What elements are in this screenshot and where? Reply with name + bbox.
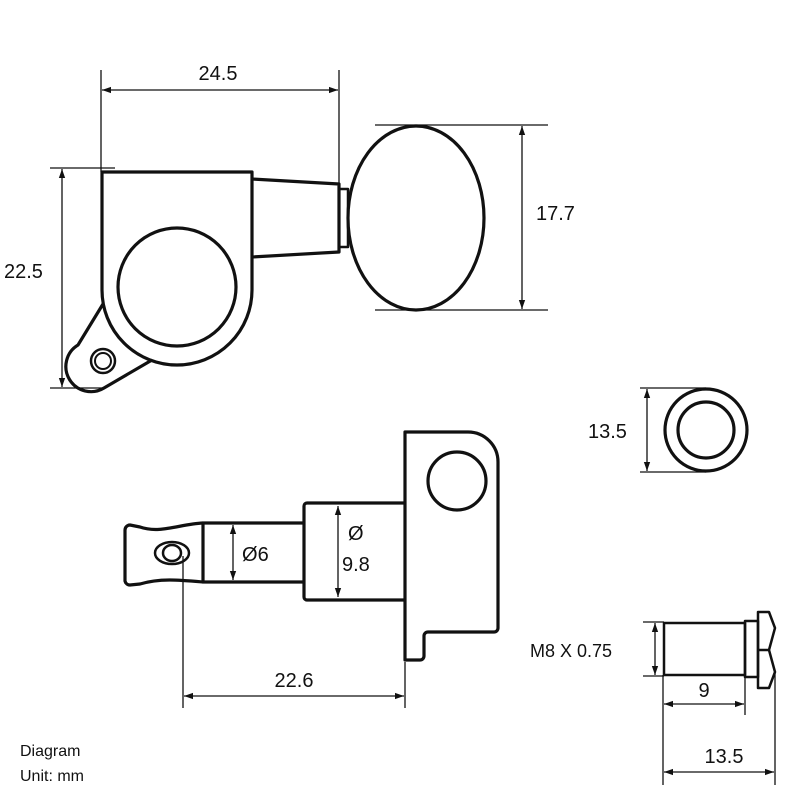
bushing	[662, 610, 777, 690]
dim-label-17-7: 17.7	[536, 203, 575, 225]
dim-bushing-length	[662, 675, 746, 785]
string-hole-outer	[153, 540, 191, 566]
dim-label-13-5-bushing: 13.5	[705, 746, 744, 768]
dim-post-length	[182, 556, 406, 708]
dim-top-width	[100, 70, 340, 184]
bushing-thread	[662, 621, 747, 677]
mounting-lug	[64, 303, 153, 394]
string-post	[201, 521, 304, 584]
legend-unit: Unit: mm	[20, 768, 84, 785]
dim-label-9-8: 9.8	[342, 554, 370, 576]
post-tip	[123, 521, 204, 587]
washer-outer	[663, 387, 749, 473]
dim-body-height	[50, 167, 115, 389]
dim-thread	[643, 621, 664, 677]
dim-washer	[640, 387, 706, 473]
tuner-flange	[403, 430, 500, 662]
legend-title: Diagram	[20, 743, 80, 760]
bushing-collar	[743, 619, 760, 679]
dim-label-hub-symbol: Ø	[348, 523, 364, 545]
dim-label-thread: M8 X 0.75	[530, 641, 612, 661]
tuner-body	[100, 170, 254, 367]
dim-label-9: 9	[698, 680, 709, 702]
hub	[302, 501, 405, 602]
dim-label-22-5: 22.5	[4, 261, 43, 283]
string-hole-inner	[161, 543, 183, 563]
side-view-tuner	[123, 430, 500, 662]
mounting-screw-hole-inner	[94, 352, 112, 370]
gear-housing-circle	[116, 226, 238, 348]
dim-label-13-5-washer: 13.5	[588, 421, 627, 443]
dim-label-post-diameter: Ø6	[242, 544, 269, 566]
dim-label-24-5: 24.5	[199, 63, 238, 85]
tuner-knob	[346, 124, 486, 312]
dim-knob-height	[375, 124, 548, 311]
bushing-hex-nut	[756, 610, 777, 690]
top-view-tuner	[64, 124, 486, 394]
dim-bushing-total	[664, 672, 776, 785]
flange-hole	[426, 450, 488, 512]
washer	[663, 387, 749, 473]
tuner-shaft	[251, 177, 341, 259]
washer-inner	[676, 400, 736, 460]
dim-label-22-6: 22.6	[275, 670, 314, 692]
mounting-screw-hole-outer	[89, 347, 117, 375]
